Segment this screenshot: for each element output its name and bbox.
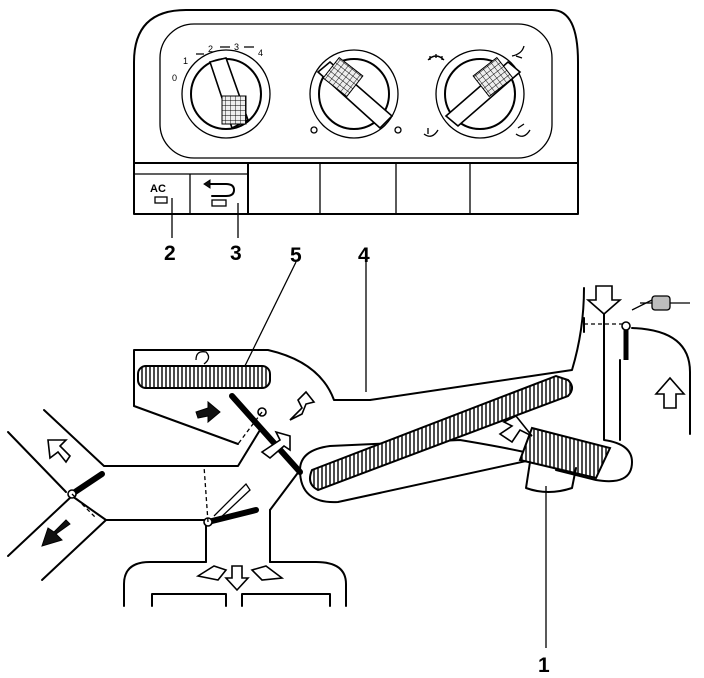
left-flap — [67, 471, 105, 519]
mixed-vent-icon — [515, 123, 531, 137]
arrow-floor-right — [250, 565, 285, 581]
arrow-floor-left — [195, 565, 228, 581]
ac-button-label: AC — [150, 183, 166, 195]
evaporator — [309, 374, 573, 492]
fan-scale-3: 3 — [234, 42, 239, 52]
face-vent-icon — [511, 45, 525, 59]
heater-core — [137, 365, 271, 389]
floor-flap — [203, 465, 259, 527]
control-panel — [133, 9, 579, 215]
air-distribution-knob[interactable] — [423, 45, 531, 139]
temperature-knob[interactable] — [309, 49, 402, 139]
arrow-blower-left — [498, 414, 533, 444]
callout-2: 2 — [164, 242, 176, 265]
arrow-floor-down — [224, 565, 250, 592]
fan-scale-2: 2 — [208, 44, 213, 54]
arrow-fresh-air-down — [585, 285, 623, 316]
callout-4: 4 — [358, 244, 370, 267]
blower-unit — [518, 426, 612, 493]
recirculation-icon — [205, 183, 235, 197]
feet-vent-icon — [423, 128, 439, 137]
recirculation-flap — [621, 295, 690, 360]
airflow-arrows — [41, 285, 686, 592]
leader-lines — [171, 198, 547, 648]
fan-scale: 0 1 2 3 4 — [172, 42, 263, 83]
fan-speed-knob[interactable] — [181, 49, 271, 139]
fan-scale-0: 0 — [172, 73, 177, 83]
arrow-lower-left-duct — [41, 519, 71, 547]
ac-button[interactable]: AC — [150, 183, 168, 204]
callouts: 2 3 5 4 1 — [164, 242, 550, 677]
recirculation-button[interactable] — [203, 179, 235, 207]
arrow-curl-top — [195, 351, 210, 365]
fan-scale-4: 4 — [258, 48, 263, 58]
arrow-to-defrost-up — [289, 390, 316, 421]
callout-1: 1 — [538, 654, 550, 677]
fan-scale-1: 1 — [183, 56, 188, 66]
arrow-through-core — [260, 430, 291, 460]
arrow-heater-right — [195, 400, 221, 424]
arrow-upper-left-duct — [47, 439, 72, 464]
temperature-flap — [229, 393, 303, 475]
callout-5: 5 — [290, 244, 302, 267]
arrow-outlet-up — [654, 376, 686, 409]
defrost-icon — [427, 54, 445, 61]
callout-3: 3 — [230, 242, 242, 265]
